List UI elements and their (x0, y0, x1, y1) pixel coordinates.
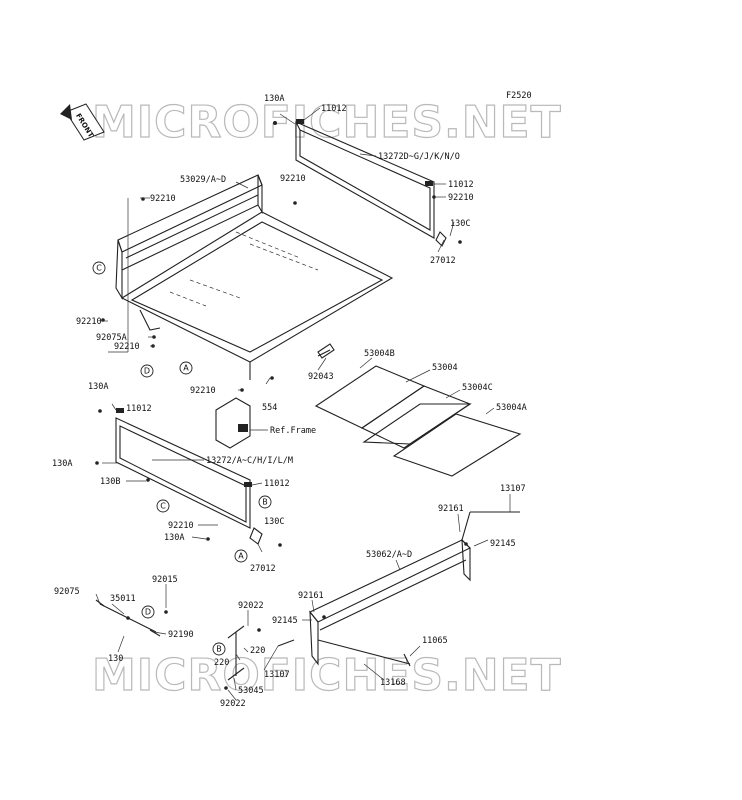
part-label: 92210 (168, 521, 194, 531)
part-label: 92043 (308, 372, 334, 382)
part-label: 130B (100, 477, 120, 487)
ref-frame-label: Ref.Frame (270, 426, 316, 436)
part-label: 130C (450, 219, 470, 229)
callout-b2: B (258, 495, 272, 509)
part-label: 92210 (280, 174, 306, 184)
watermark-bottom: MICROFICHES.NET (92, 650, 562, 701)
part-label: 13107 (264, 670, 290, 680)
part-label: 130 (108, 654, 123, 664)
cargo-bed (101, 174, 394, 392)
svg-text:D: D (144, 367, 150, 376)
part-label: 92210 (76, 317, 102, 327)
callout-d3: D (141, 605, 155, 619)
part-label: 53029/A~D (180, 175, 226, 185)
watermark-top: MICROFICHES.NET (92, 97, 562, 148)
right-side-panel (273, 119, 462, 247)
part-label: 92190 (168, 630, 194, 640)
part-label: 92161 (298, 591, 324, 601)
part-label: 13168 (380, 678, 406, 688)
callout-a1: A (179, 361, 193, 375)
part-label: 11065 (422, 636, 448, 646)
svg-text:C: C (160, 502, 166, 511)
part-label: 92210 (190, 386, 216, 396)
part-label: 92161 (438, 504, 464, 514)
part-label: 92022 (238, 601, 264, 611)
part-label: 11012 (321, 104, 347, 114)
part-label: 53004C (462, 383, 493, 393)
part-label: 11012 (448, 180, 474, 190)
callout-c1: C (92, 261, 106, 275)
part-label: 35011 (110, 594, 136, 604)
callout-c2: C (156, 499, 170, 513)
part-label: 13107 (500, 484, 526, 494)
part-label: 53062/A~D (366, 550, 412, 560)
part-label: 53004B (364, 349, 395, 359)
svg-text:A: A (183, 364, 189, 373)
figure-code: F2520 (506, 91, 532, 101)
part-label: 11012 (126, 404, 152, 414)
svg-text:B: B (216, 645, 222, 654)
part-label: 130A (88, 382, 108, 392)
part-label: 130A (264, 94, 284, 104)
part-label: 92145 (272, 616, 298, 626)
part-label: 92210 (114, 342, 140, 352)
floor-mats (314, 365, 522, 477)
part-label: 92022 (220, 699, 246, 709)
part-label: 13272D~G/J/K/N/O (378, 152, 460, 162)
svg-text:D: D (145, 608, 151, 617)
ref-frame-bracket (215, 397, 268, 449)
part-label: 554 (262, 403, 277, 413)
part-label: 13272/A~C/H/I/L/M (206, 456, 293, 466)
front-arrow-icon: FRONT (60, 103, 105, 141)
svg-text:A: A (238, 552, 244, 561)
part-label: 53004A (496, 403, 527, 413)
part-label: 27012 (250, 564, 276, 574)
part-label: 130C (264, 517, 284, 527)
callout-a2: A (234, 549, 248, 563)
callout-b3: B (212, 642, 226, 656)
part-label: 92210 (448, 193, 474, 203)
part-label: 53045 (238, 686, 264, 696)
part-label: 130A (52, 459, 72, 469)
svg-text:B: B (262, 498, 268, 507)
svg-text:C: C (96, 264, 102, 273)
part-label: 220 (214, 658, 229, 668)
callout-d1: D (140, 364, 154, 378)
part-label: 27012 (430, 256, 456, 266)
part-label: 220 (250, 646, 265, 656)
part-label: 92210 (150, 194, 176, 204)
part-label: 53004 (432, 363, 458, 373)
part-label: 11012 (264, 479, 290, 489)
part-label: 130A (164, 533, 184, 543)
leader-lines (95, 107, 511, 701)
part-label: 92145 (490, 539, 516, 549)
part-label: 92015 (152, 575, 178, 585)
part-label: 92075A (96, 333, 127, 343)
tailgate (309, 511, 520, 667)
part-label: 92075 (54, 587, 80, 597)
